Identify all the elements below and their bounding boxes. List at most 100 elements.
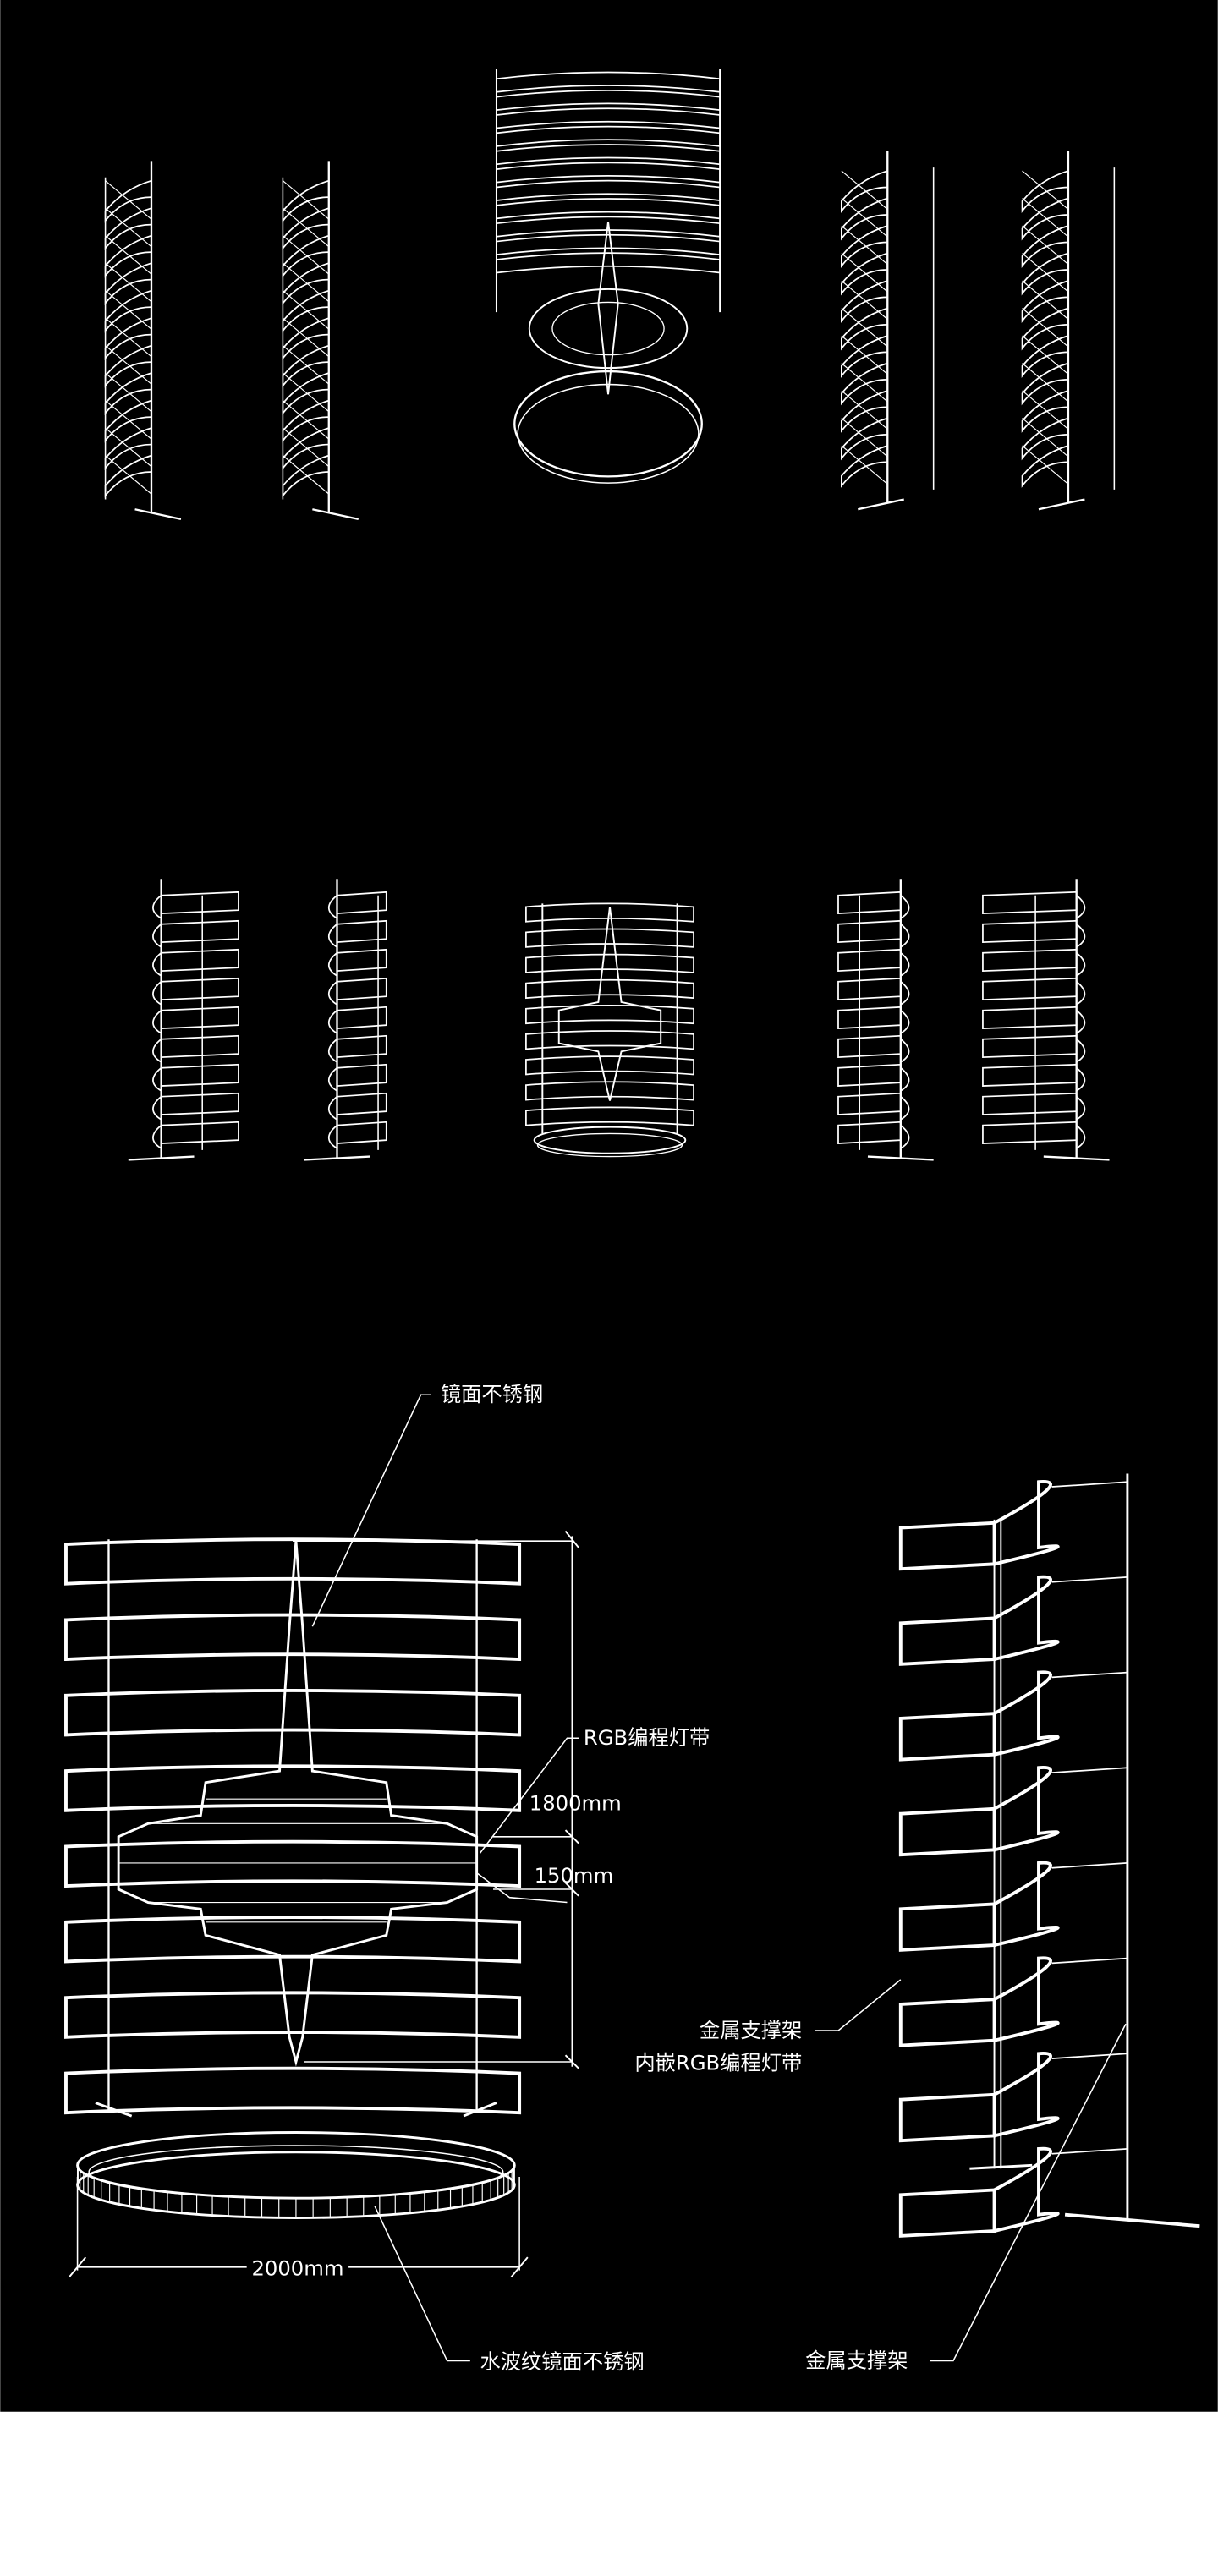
top-left-2-cross [283, 400, 330, 440]
top-left-1-blade [104, 289, 152, 333]
top-right-1-blade [841, 225, 888, 268]
main-side-foot-2 [969, 2163, 1033, 2170]
top-right-1-blade [841, 445, 888, 488]
main-side-strut [1051, 1957, 1127, 1965]
top-center-ring [513, 370, 703, 478]
mid-left-1-hook [152, 1125, 162, 1149]
top-right-1-cross [841, 335, 888, 375]
mid-right-1-hook [900, 895, 910, 919]
dimension-lines-vertical [293, 1536, 573, 2067]
mid-left-1-hook [152, 952, 162, 977]
top-right-2-cross [1022, 308, 1069, 348]
main-side-hook [993, 2146, 1060, 2233]
black-canvas [0, 0, 1218, 2412]
top-right-1-blade [841, 417, 888, 461]
main-side-strut [1051, 1671, 1127, 1679]
mid-right-2-blade [982, 1034, 1078, 1058]
leader-frame [930, 2023, 1127, 2362]
main-side-strut [1051, 1862, 1127, 1869]
top-center-ring-inner [517, 383, 700, 484]
top-right-2-cross [1022, 390, 1069, 430]
mid-left-1-blade [160, 891, 239, 914]
main-front-blade [64, 1613, 522, 1662]
mid-right-2-blade [982, 948, 1078, 972]
top-center-pole [495, 69, 721, 313]
mid-left-1-hook [152, 1096, 162, 1121]
mid-left-2-blade [336, 1092, 387, 1115]
top-right-2-blade [1021, 417, 1069, 461]
main-side-strut [1051, 1767, 1127, 1773]
mid-left-1-blade [160, 1006, 239, 1029]
mid-right-1-hook [900, 1125, 910, 1149]
top-right-1-cross [841, 170, 888, 210]
top-left-2-blade [282, 234, 330, 278]
top-left-1-cross [105, 455, 152, 495]
top-right-2-cross [1022, 335, 1069, 375]
top-right-1-blade [841, 390, 888, 433]
leader-frame-rgb [815, 1979, 902, 2031]
top-left-2-blade [282, 317, 330, 361]
top-right-1-blade [841, 252, 888, 296]
top-right-2-cross [1022, 445, 1069, 485]
main-chandelier [117, 1541, 479, 2067]
top-left-2-cross [283, 262, 330, 303]
mid-right-2-blade [982, 919, 1078, 943]
top-left-2-cross [283, 455, 330, 495]
top-left-1-cross [105, 427, 152, 468]
mid-left-2-hook [327, 981, 338, 1006]
top-left-2-blade [282, 399, 330, 443]
mid-left-2-blade [336, 1034, 387, 1058]
mid-left-2-hook [327, 895, 338, 919]
mid-right-1-hook [900, 1039, 910, 1063]
top-left-2-cross [283, 427, 330, 468]
mid-right-2-hook [1076, 952, 1086, 977]
top-left-1-cross [105, 180, 152, 220]
top-right-1-blade [841, 335, 888, 378]
top-right-2-blade [1021, 445, 1069, 488]
mid-right-1-hook [900, 924, 910, 948]
top-left-1-cross [105, 290, 152, 330]
mid-right-2-hook [1076, 1010, 1086, 1034]
main-side-strut [1051, 2053, 1127, 2059]
top-right-1-cross [841, 445, 888, 485]
top-right-2-blade [1021, 197, 1069, 241]
mid-right-2-blade [982, 1121, 1078, 1144]
top-left-1-blade [104, 262, 152, 306]
mid-left-2-hook [327, 924, 338, 948]
mid-center-blade [525, 1106, 694, 1126]
top-right-2-blade [1021, 225, 1069, 268]
mid-left-1-blade [160, 1092, 239, 1115]
mid-right-2-hook [1076, 981, 1086, 1006]
top-right-2-blade [1021, 335, 1069, 378]
mid-center-pole [541, 903, 678, 1134]
mid-right-1-hook [900, 952, 910, 977]
top-center-spike [597, 222, 619, 395]
top-left-1-cross [105, 372, 152, 413]
top-left-2-foot [312, 508, 359, 521]
mid-left-2-hook [327, 1067, 338, 1092]
label-frame-rgb-line1: 金属支撑架 [700, 2018, 802, 2042]
mid-right-2-hook [1076, 895, 1086, 919]
top-right-1-blade [841, 280, 888, 323]
mid-left-1-hook [152, 1010, 162, 1034]
mid-left-1-blade [160, 919, 239, 943]
top-left-1-blade [104, 344, 152, 388]
mid-right-2-hook [1076, 1096, 1086, 1121]
top-right-2-cross [1022, 225, 1069, 265]
mid-left-2-blade [336, 891, 387, 915]
main-front-blade [64, 1537, 522, 1586]
top-left-1-blade [104, 372, 152, 416]
mid-left-1-hook [152, 1039, 162, 1063]
mid-left-2-hook [327, 1096, 338, 1121]
mid-right-1-foot [867, 1155, 934, 1161]
mid-left-1-blade [160, 1034, 239, 1058]
top-right-1-cross [841, 198, 888, 238]
label-gap-dim: 150mm [535, 1863, 614, 1888]
top-right-1-cross [841, 363, 888, 403]
main-front-blade [64, 2066, 522, 2115]
mid-left-1-hook [152, 1067, 162, 1092]
top-left-1-foot [134, 508, 182, 521]
mid-right-2-blade [982, 891, 1078, 914]
main-side-hook [993, 1575, 1060, 1661]
mid-left-2-blade [336, 1063, 387, 1087]
